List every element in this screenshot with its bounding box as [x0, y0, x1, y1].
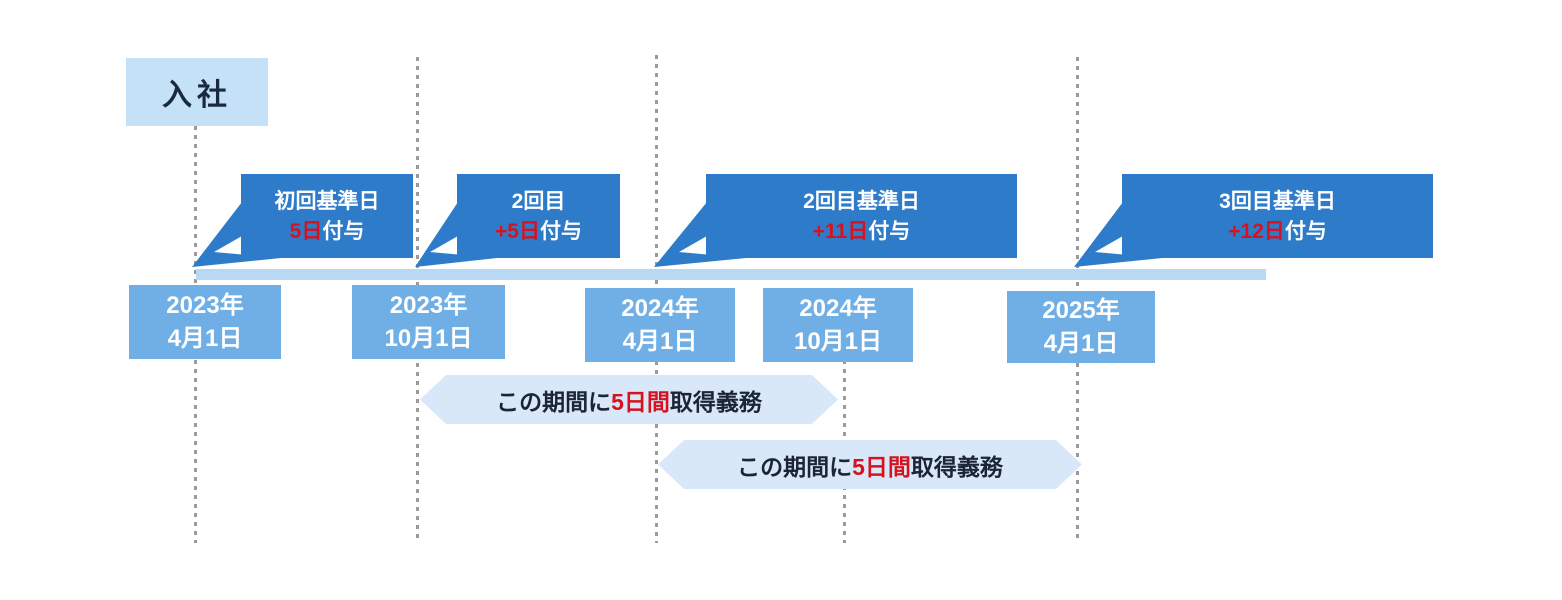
obligation-suffix: 取得義務: [669, 388, 762, 415]
grant-title: 3回目基準日: [1219, 189, 1336, 213]
grant-suffix: 付与: [1284, 219, 1327, 243]
bubble-tail-4: [1074, 202, 1162, 267]
date-day: 4月1日: [1043, 329, 1119, 357]
grant-bubble-second: 2回目 +5日付与: [457, 174, 620, 258]
date-day: 4月1日: [622, 327, 698, 355]
grant-amount: +5日: [495, 219, 540, 243]
date-year: 2024年: [799, 294, 877, 322]
date-year: 2025年: [1042, 296, 1120, 324]
obligation-highlight: 5日間: [611, 388, 670, 415]
date-day: 4月1日: [167, 324, 243, 352]
date-year: 2023年: [389, 291, 468, 319]
grant-suffix: 付与: [322, 219, 365, 243]
grant-amount-line: +5日付与: [457, 221, 620, 242]
obligation-suffix: 取得義務: [910, 453, 1003, 480]
grant-bubble-first-baseline: 初回基準日 5日付与: [241, 174, 413, 258]
date-box-2023-04-01: 2023年 4月1日: [129, 285, 281, 359]
date-box-2024-04-01: 2024年 4月1日: [585, 288, 735, 362]
grant-amount: +11日: [812, 219, 869, 243]
grant-amount-line: +11日付与: [706, 221, 1017, 242]
date-day: 10月1日: [793, 327, 883, 355]
timeline-bar: [196, 269, 1266, 280]
grant-title: 2回目: [511, 189, 566, 213]
grant-title: 2回目基準日: [803, 189, 920, 213]
date-box-2024-10-01: 2024年 10月1日: [763, 288, 913, 362]
obligation-highlight: 5日間: [852, 453, 911, 480]
grant-amount-line: 5日付与: [241, 221, 413, 242]
date-box-2025-04-01: 2025年 4月1日: [1007, 291, 1155, 363]
obligation-prefix: この期間に: [737, 453, 853, 480]
grant-bubble-second-baseline: 2回目基準日 +11日付与: [706, 174, 1017, 258]
hire-date-box: 入社: [126, 58, 268, 126]
date-box-2023-10-01: 2023年 10月1日: [352, 285, 505, 359]
grant-suffix: 付与: [868, 219, 911, 243]
bubble-tail-1: [192, 202, 281, 267]
grant-amount-line: +12日付与: [1122, 221, 1433, 242]
bubble-tail-3: [654, 202, 746, 267]
hire-date-label: 入社: [162, 79, 232, 112]
date-year: 2024年: [621, 294, 699, 322]
grant-amount: 5日: [289, 219, 323, 243]
grant-bubble-third-baseline: 3回目基準日 +12日付与: [1122, 174, 1433, 258]
grant-amount: +12日: [1228, 219, 1285, 243]
date-day: 10月1日: [384, 324, 473, 352]
grant-suffix: 付与: [539, 219, 582, 243]
bubble-tail-2: [415, 202, 497, 267]
grant-title: 初回基準日: [274, 189, 380, 213]
obligation-prefix: この期間に: [496, 388, 612, 415]
date-year: 2023年: [166, 291, 244, 319]
